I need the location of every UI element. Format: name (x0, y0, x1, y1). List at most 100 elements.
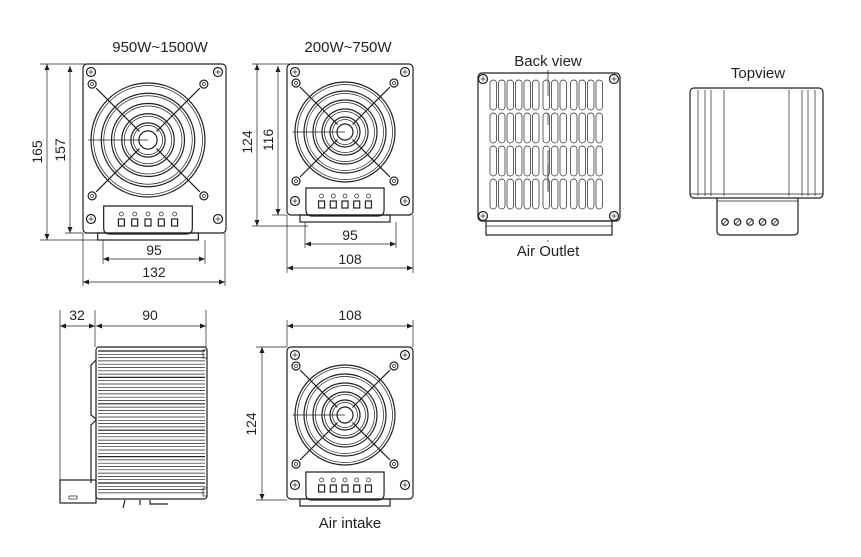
vent-slot (506, 79, 514, 111)
dim-90: 90 (142, 307, 158, 323)
mount-hole (291, 459, 301, 469)
top-view-title: Topview (731, 65, 785, 82)
front-large-title: 950W~1500W (112, 39, 208, 56)
led-indicator (342, 477, 348, 483)
terminal-box (305, 471, 385, 501)
vent-slot (595, 79, 603, 111)
dim-108: 108 (338, 251, 362, 267)
mount-hole (294, 364, 298, 368)
dim-95-small: 95 (342, 227, 358, 243)
mount-hole (199, 191, 209, 201)
terminal-screw-icon (721, 218, 729, 226)
mount-hole (90, 82, 94, 86)
vent-slot (570, 178, 578, 210)
din-plate (97, 232, 199, 241)
screw-icon (399, 66, 411, 78)
vent-slot (570, 145, 578, 177)
vent-slot (551, 178, 559, 210)
terminal-icon (317, 200, 326, 209)
mount-hole (392, 462, 396, 466)
back-view-title: Back view (514, 53, 582, 70)
vent-slot (587, 79, 595, 111)
fan-guard-strut (352, 86, 391, 125)
terminal-icon (341, 484, 349, 493)
mount-hole (202, 194, 206, 198)
terminal-icon (364, 200, 373, 209)
vent-slot (489, 79, 497, 111)
terminal-box (305, 187, 385, 217)
fan-guard-strut (352, 422, 391, 461)
vent-slot (551, 79, 559, 111)
side-view: 32 90 (59, 307, 208, 509)
fan-guard-strut (156, 87, 201, 132)
terminal-icon (353, 484, 361, 493)
terminal-box (103, 205, 193, 235)
body-outline (95, 346, 208, 500)
mount-hole (389, 459, 399, 469)
led-indicator (172, 211, 177, 217)
vent-slot (559, 112, 567, 144)
vent-slot (498, 145, 506, 177)
vent-slot (559, 79, 567, 111)
air-outlet-caption: Air Outlet (517, 243, 580, 260)
vent-slot (506, 178, 514, 210)
vent-slot (542, 178, 550, 210)
led-indicator (119, 211, 124, 217)
mount-hole (199, 79, 209, 89)
terminal-icon (317, 484, 326, 493)
screw-slot (760, 219, 765, 225)
screw-slot (735, 219, 740, 225)
dim-157: 157 (52, 138, 68, 162)
screw-icon (289, 66, 301, 78)
vent-slot (523, 79, 531, 111)
vent-slot (587, 145, 595, 177)
vent-slot (532, 178, 540, 210)
terminal-icon (329, 484, 337, 493)
vent-slot (542, 112, 550, 144)
mount-hole (87, 79, 97, 89)
vent-slot (551, 145, 559, 177)
screw-icon (212, 213, 224, 225)
vent-slot (559, 145, 567, 177)
dim-108-intake: 108 (338, 307, 362, 323)
terminal-screw-icon (733, 218, 742, 226)
led-indicator (330, 193, 336, 199)
fan-guard-strut (299, 139, 338, 178)
screw-icon (477, 210, 489, 222)
led-indicator (342, 193, 348, 199)
intake-view: 108 124 Air intake (243, 307, 414, 532)
led-indicator (330, 477, 336, 483)
led-indicator (132, 211, 138, 217)
screw-icon (399, 195, 411, 207)
back-view: Back view Air Outlet (477, 53, 621, 260)
led-indicator (319, 193, 324, 199)
end-cap (202, 349, 208, 359)
vent-slot (515, 178, 523, 210)
screw-icon (212, 66, 224, 78)
led-indicator (366, 193, 371, 199)
led-indicator (319, 477, 324, 483)
front-small-title: 200W~750W (304, 39, 392, 56)
terminal-icon (170, 218, 179, 227)
vent-slot (578, 145, 586, 177)
terminal-screw-icon (771, 218, 779, 226)
vent-slot (523, 178, 531, 210)
fan-guard-strut (95, 87, 140, 132)
led-indicator (158, 211, 164, 217)
clip-box (59, 479, 97, 504)
vent-slot (578, 112, 586, 144)
end-cap (202, 487, 208, 497)
din-clip (90, 359, 97, 483)
terminal-bracket (716, 198, 799, 236)
vent-slot (523, 112, 531, 144)
led-indicator (354, 193, 360, 199)
vent-slot (515, 79, 523, 111)
vent-slot (542, 79, 550, 111)
mount-hole (392, 81, 396, 85)
vent-slot (498, 178, 506, 210)
fan-guard-strut (156, 148, 201, 193)
mount-hole (294, 81, 298, 85)
screw-icon (399, 349, 411, 361)
screw-icon (85, 213, 97, 225)
